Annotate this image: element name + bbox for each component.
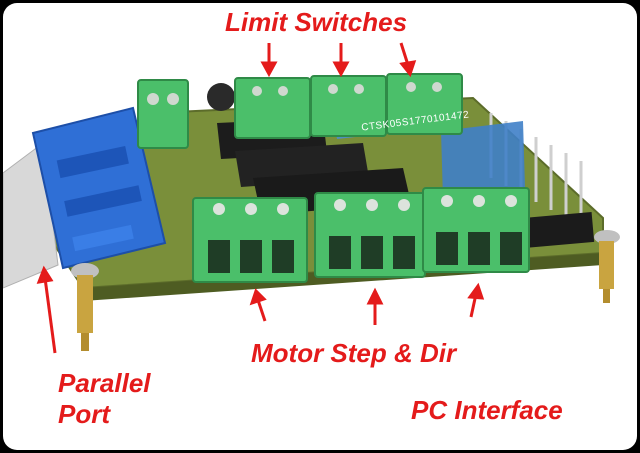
motor-terminal-openings xyxy=(208,232,522,273)
header-base xyxy=(521,212,595,248)
pc-interface-label: PC Interface xyxy=(411,395,563,425)
blue-header xyxy=(441,121,525,199)
board-photo xyxy=(3,42,620,354)
parallel-port-label-line1: Parallel xyxy=(58,368,151,398)
photo-frame: CTSK05S1770101472 Limit Switches Motor S… xyxy=(3,3,637,450)
terminal-screws xyxy=(147,82,442,105)
annotation-arrows xyxy=(36,42,485,354)
standoff-right xyxy=(594,230,620,303)
motor-terminal-screws xyxy=(213,195,517,215)
limit-switches-label: Limit Switches xyxy=(225,7,408,37)
motor-step-dir-label: Motor Step & Dir xyxy=(251,338,457,368)
parallel-port-connector xyxy=(31,106,167,270)
standoff-left xyxy=(71,263,99,351)
parallel-port-label-line2: Port xyxy=(58,399,110,429)
